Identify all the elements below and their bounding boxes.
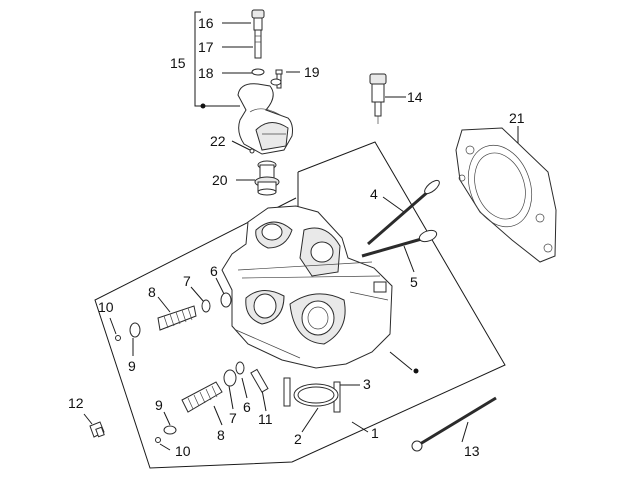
label-6-upper: 6 xyxy=(210,263,218,279)
label-11: 11 xyxy=(258,411,273,427)
part-6-seal-upper xyxy=(215,277,232,308)
label-18: 18 xyxy=(198,65,214,81)
part-11-guide xyxy=(250,368,269,412)
part-8-spring-upper xyxy=(157,296,197,331)
label-6-lower: 6 xyxy=(243,399,251,415)
label-8-upper: 8 xyxy=(148,284,156,300)
part-21-head-gasket xyxy=(455,126,557,263)
label-1: 1 xyxy=(371,425,379,441)
callout-labels: 1 2 3 4 5 6 6 7 7 8 8 9 9 10 10 11 12 13… xyxy=(68,15,525,459)
label-10-lower: 10 xyxy=(175,443,191,459)
part-14-temperature-sensor xyxy=(369,73,406,124)
part-7-retainer-lower xyxy=(223,369,237,410)
part-18-washer xyxy=(222,68,265,76)
part-16-plug xyxy=(222,9,265,31)
label-20: 20 xyxy=(212,172,228,188)
label-9-upper: 9 xyxy=(128,358,136,374)
label-2: 2 xyxy=(294,431,302,447)
part-6-seal-lower xyxy=(235,361,248,399)
label-17: 17 xyxy=(198,39,214,55)
part-10-keeper-lower xyxy=(155,437,171,451)
part-4-valve xyxy=(367,179,440,246)
part-22-bolt xyxy=(231,140,255,154)
label-12: 12 xyxy=(68,395,84,411)
label-14: 14 xyxy=(407,89,423,105)
part-7-retainer-upper xyxy=(190,286,211,313)
label-5: 5 xyxy=(410,274,418,290)
label-22: 22 xyxy=(210,133,226,149)
label-7-upper: 7 xyxy=(183,273,191,289)
label-3: 3 xyxy=(363,376,371,392)
part-8-spring-lower xyxy=(181,381,223,426)
label-9-lower: 9 xyxy=(155,397,163,413)
cylinder-head xyxy=(221,205,393,369)
label-19: 19 xyxy=(304,64,320,80)
thermostat-group-bracket xyxy=(194,11,240,109)
part-17-stem xyxy=(222,29,262,59)
part-5-valve xyxy=(361,229,438,273)
part-20-thermostat xyxy=(236,160,280,196)
thermostat-housing xyxy=(237,78,293,155)
label-16: 16 xyxy=(198,15,214,31)
label-8-lower: 8 xyxy=(217,427,225,443)
label-13: 13 xyxy=(464,443,480,459)
part-9-cotter-lower xyxy=(163,411,177,435)
part-2-oring xyxy=(293,383,339,433)
label-15: 15 xyxy=(170,55,186,71)
part-12-plug xyxy=(83,413,105,438)
part-19-screw xyxy=(275,69,300,89)
label-21: 21 xyxy=(509,110,525,126)
label-10-upper: 10 xyxy=(98,299,114,315)
head-dot-leader xyxy=(389,351,419,374)
label-4: 4 xyxy=(370,186,378,202)
label-7-lower: 7 xyxy=(229,410,237,426)
part-13-stud-bolt xyxy=(411,396,497,452)
part-10-keeper-upper xyxy=(109,317,121,341)
part-1-leader xyxy=(351,421,369,433)
part-9-cotter-upper xyxy=(129,322,141,356)
